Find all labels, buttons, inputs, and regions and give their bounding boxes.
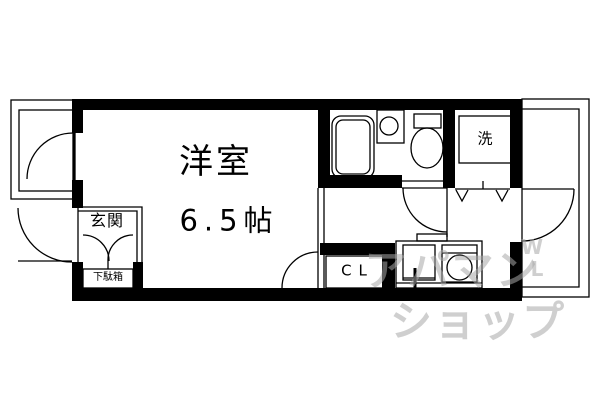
- toilet-bowl: [410, 127, 444, 169]
- wall-bath-bottom: [318, 175, 402, 188]
- wall-bath-left: [318, 110, 330, 188]
- wall-left-b: [72, 180, 83, 208]
- shoe-cabinet-label: 下駄箱: [93, 272, 123, 283]
- shoe-door-arc-right: [107, 234, 134, 262]
- linework: [10, 98, 590, 298]
- balcony-right-outer: [521, 98, 590, 298]
- balcony-left-door-arc: [26, 132, 74, 180]
- wall-genkan-right: [133, 262, 143, 288]
- wall-left-a: [72, 110, 83, 133]
- basin-bowl: [379, 116, 399, 136]
- wall-left-c: [72, 262, 83, 301]
- balcony-right-inner: [522, 108, 580, 288]
- balcony-left-inner: [18, 109, 74, 192]
- wall-toilet-right: [443, 110, 455, 188]
- bath-door-arc: [402, 187, 448, 233]
- bath-door-threshold: [416, 233, 448, 242]
- kitchen-counter: [395, 240, 483, 289]
- walls: [72, 99, 522, 301]
- balcony-left-outer: [10, 99, 76, 200]
- toilet-tank: [413, 113, 442, 129]
- wall-bottom: [72, 288, 522, 301]
- shoe-door-arc-left: [82, 234, 110, 262]
- main-room-label: 洋室: [179, 142, 253, 182]
- closet-label: CL: [341, 261, 374, 280]
- closet-door-arc: [281, 251, 319, 289]
- wall-top: [72, 99, 522, 110]
- folding-door-v-left: [455, 189, 469, 203]
- entrance-door-arc: [17, 207, 73, 263]
- genkan-step-inner: [78, 210, 138, 262]
- kitchen-burner: [446, 254, 473, 281]
- genkan-step-outer: [77, 206, 143, 262]
- balcony-right-door-arc: [521, 188, 575, 242]
- wall-right-a: [510, 99, 522, 188]
- kitchen-sink: [402, 244, 436, 281]
- kitchen-stove: [441, 244, 478, 283]
- wall-closet-top: [320, 243, 392, 255]
- bathtub-inner: [335, 119, 371, 175]
- entrance-label: 玄関: [89, 211, 125, 230]
- wall-right-b: [510, 242, 522, 301]
- basin-box: [376, 109, 405, 144]
- laundry-label: 洗: [477, 129, 493, 148]
- closet-box: [325, 255, 384, 289]
- main-room-size: 6.5帖: [179, 203, 279, 238]
- folding-door-v-right: [495, 189, 509, 203]
- wall-closet-right: [382, 243, 395, 292]
- bathtub-outer: [331, 115, 375, 179]
